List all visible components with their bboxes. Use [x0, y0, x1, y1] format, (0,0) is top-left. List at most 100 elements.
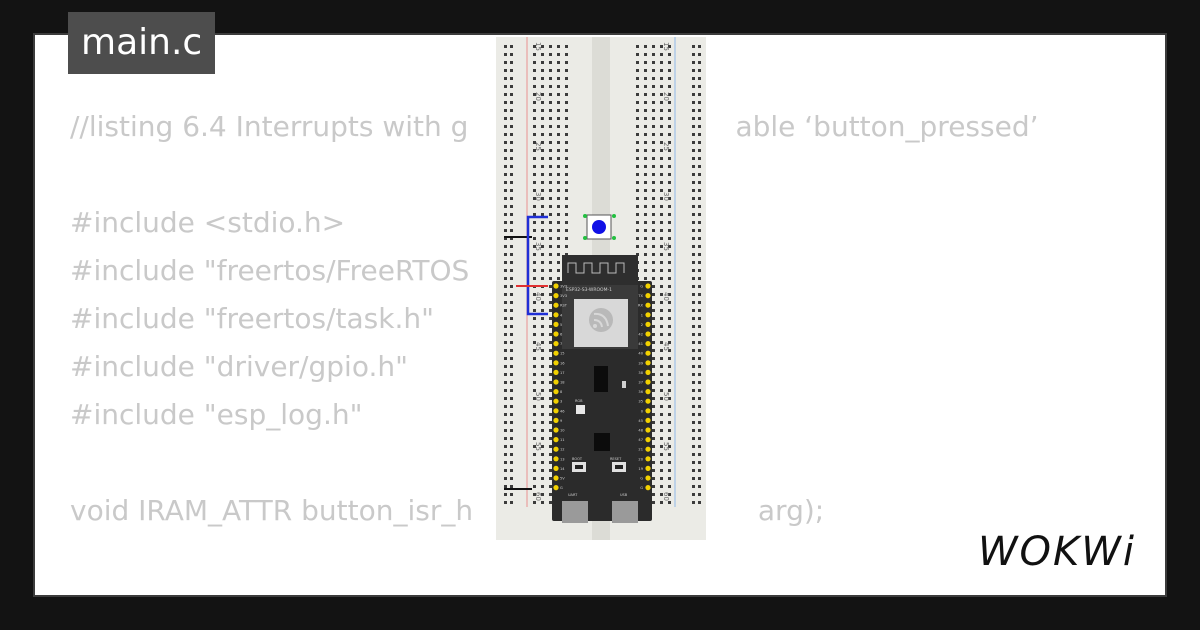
pin-label: 14	[560, 467, 565, 471]
header-pin-right[interactable]	[645, 465, 651, 471]
header-pin-right[interactable]	[645, 379, 651, 385]
pin-label: RST	[560, 304, 568, 308]
boot-button[interactable]	[572, 462, 586, 472]
header-pin-left[interactable]	[553, 293, 559, 299]
reset-button[interactable]	[612, 462, 626, 472]
breadboard-row-number: 35	[534, 242, 542, 251]
header-pin-left[interactable]	[553, 408, 559, 414]
header-pin-left[interactable]	[553, 360, 559, 366]
breadboard-row-number: 45	[534, 342, 542, 351]
header-pin-left[interactable]	[553, 302, 559, 308]
header-pin-left[interactable]	[553, 369, 559, 375]
push-button[interactable]	[583, 214, 616, 240]
pin-label: 18	[560, 381, 565, 385]
header-pin-left[interactable]	[553, 350, 559, 356]
header-pin-right[interactable]	[645, 485, 651, 491]
header-pin-left[interactable]	[553, 321, 559, 327]
usb-connector	[612, 501, 638, 523]
code-editor: //listing 6.4 Interrupts with g able ‘bu…	[70, 103, 1039, 595]
pin-label: 0	[641, 409, 644, 413]
header-pin-right[interactable]	[645, 312, 651, 318]
pin-label: 47	[638, 438, 643, 442]
header-pin-left[interactable]	[553, 475, 559, 481]
reset-label: RESET	[610, 457, 622, 461]
header-pin-left[interactable]	[553, 446, 559, 452]
header-pin-left[interactable]	[553, 379, 559, 385]
breadboard-row-number: 35	[662, 242, 670, 251]
code-line: #include "driver/gpio.h"	[70, 350, 408, 383]
pin-label: 40	[638, 352, 643, 356]
pin-label: 5	[560, 323, 562, 327]
header-pin-left[interactable]	[553, 465, 559, 471]
header-pin-left[interactable]	[553, 437, 559, 443]
header-pin-left[interactable]	[553, 427, 559, 433]
header-pin-right[interactable]	[645, 369, 651, 375]
header-pin-left[interactable]	[553, 283, 559, 289]
pin-label: 46	[560, 409, 565, 413]
header-pin-right[interactable]	[645, 389, 651, 395]
breadboard-row-number: 45	[662, 342, 670, 351]
pin-label: 37	[638, 381, 643, 385]
header-pin-right[interactable]	[645, 283, 651, 289]
header-pin-right[interactable]	[645, 293, 651, 299]
rgb-led-label: RGB	[575, 399, 583, 403]
header-pin-right[interactable]	[645, 456, 651, 462]
pin-label: 12	[560, 448, 565, 452]
breadboard-row-number: 55	[662, 442, 670, 451]
pin-label: 38	[638, 371, 643, 375]
pin-label: RX	[638, 304, 643, 308]
breadboard-row-number: 55	[534, 442, 542, 451]
header-pin-right[interactable]	[645, 331, 651, 337]
header-pin-left[interactable]	[553, 312, 559, 318]
pin-label: G	[640, 486, 643, 490]
code-line	[70, 535, 1039, 583]
header-pin-left[interactable]	[553, 417, 559, 423]
header-pin-right[interactable]	[645, 398, 651, 404]
breadboard-row-number: 20	[662, 92, 670, 101]
header-pin-right[interactable]	[645, 360, 651, 366]
pin-label: 1	[641, 313, 643, 317]
header-pin-left[interactable]	[553, 341, 559, 347]
header-pin-left[interactable]	[553, 485, 559, 491]
header-pin-right[interactable]	[645, 427, 651, 433]
breadboard-row-number: 50	[662, 392, 670, 401]
pin-label: 45	[638, 419, 643, 423]
header-pin-right[interactable]	[645, 446, 651, 452]
header-pin-left[interactable]	[553, 331, 559, 337]
header-pin-right[interactable]	[645, 475, 651, 481]
boot-label: BOOT	[572, 457, 583, 461]
antenna-trace	[567, 262, 625, 274]
code-line: #include "esp_log.h"	[70, 398, 363, 431]
header-pin-left[interactable]	[553, 456, 559, 462]
smd-component	[622, 381, 626, 388]
pin-label: G	[560, 486, 563, 490]
file-tab-main-c[interactable]: main.c	[68, 12, 216, 74]
header-pin-right[interactable]	[645, 437, 651, 443]
header-pin-right[interactable]	[645, 341, 651, 347]
header-pin-right[interactable]	[645, 321, 651, 327]
push-button-cap[interactable]	[592, 220, 606, 234]
pin-label: 8	[560, 390, 563, 394]
esp32-s3-devkit-board: ESP32-S3-WROOM-1 RGB BOOT RESET UART USB…	[552, 255, 652, 523]
pin-label: 35	[638, 400, 643, 404]
pin-label: 36	[638, 390, 643, 394]
wokwi-logo-text: WOKWi	[978, 529, 1136, 575]
header-pin-left[interactable]	[553, 389, 559, 395]
pin-label: 48	[638, 429, 643, 433]
header-pin-right[interactable]	[645, 408, 651, 414]
pin-label: 2	[641, 323, 643, 327]
breadboard-row-number: 60	[662, 492, 670, 501]
pin-label: 10	[560, 429, 565, 433]
pin-label: 19	[638, 467, 643, 471]
pin-label: G	[640, 285, 643, 289]
header-pin-right[interactable]	[645, 350, 651, 356]
header-pin-right[interactable]	[645, 417, 651, 423]
pin-label: 20	[638, 457, 643, 461]
pin-label: 41	[638, 342, 643, 346]
header-pin-right[interactable]	[645, 302, 651, 308]
header-pin-left[interactable]	[553, 398, 559, 404]
uart-usb-connector	[562, 501, 588, 523]
uart-label: UART	[568, 493, 578, 497]
